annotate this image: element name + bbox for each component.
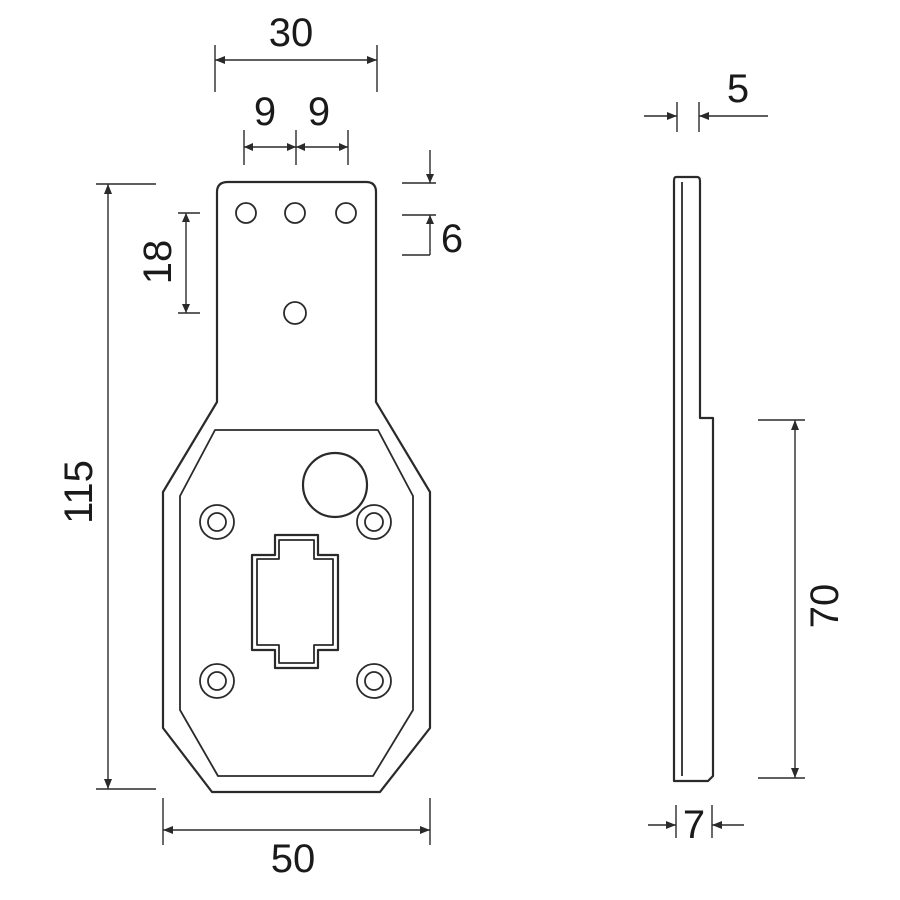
top-hole-right [335,202,357,224]
dimension-label-top-width: 30 [269,11,314,55]
dimension-label-lower-height: 70 [803,584,847,629]
dimension-label-thickness-bottom: 7 [683,803,705,847]
dimension-label-hole-pitch-right: 9 [308,90,330,134]
dimension-thickness-top: 5 [644,67,768,132]
dimension-total-height: 115 [57,183,156,790]
dimension-label-hole-pitch-left: 9 [254,90,276,134]
screw-boss-top-left [199,504,235,540]
dimension-thickness-bottom: 7 [648,803,744,847]
screw-boss-bottom-right [356,663,392,699]
front-view: 30 9 9 6 [57,11,463,881]
side-profile-outline [672,175,715,783]
dimension-label-hole-spacing-vertical: 18 [136,240,180,285]
base-plate-inner-outline [179,429,414,777]
dimension-label-top-edge-offset: 6 [441,217,463,261]
top-hole-center [284,202,306,224]
dimension-label-total-height: 115 [57,460,101,524]
large-round-hole [301,451,369,519]
dimension-bottom-width: 50 [162,798,431,881]
dimension-label-thickness-top: 5 [727,67,749,111]
screw-boss-top-right [356,504,392,540]
dimension-top-width: 30 [214,11,378,92]
side-view: 5 70 7 [644,67,847,847]
dimension-hole-spacing-vertical: 18 [136,212,200,314]
dimension-top-edge-offset: 6 [402,150,463,261]
dimension-hole-pitch: 9 9 [243,90,349,165]
center-hole [283,301,307,325]
dimension-label-bottom-width: 50 [271,837,316,881]
top-hole-left [235,202,257,224]
dimension-lower-height: 70 [758,419,847,779]
connector-cutout [250,533,340,670]
bracket-outline [161,180,432,794]
screw-boss-bottom-left [199,663,235,699]
